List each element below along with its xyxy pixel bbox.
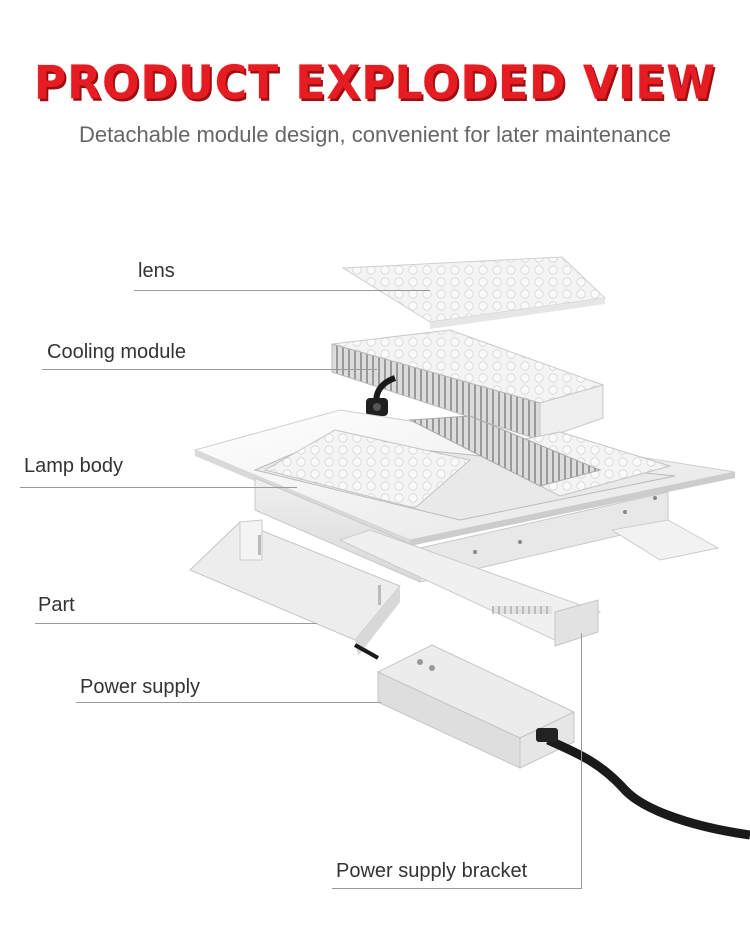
power-supply-component	[353, 643, 750, 840]
leader-line-cooling-module	[42, 369, 377, 370]
lens-component	[341, 256, 607, 329]
page-subtitle: Detachable module design, convenient for…	[79, 122, 671, 147]
cooling-module-component	[331, 329, 605, 441]
lamp-body-component	[193, 409, 736, 583]
label-cooling-module: Cooling module	[47, 341, 186, 363]
leader-line-lens	[134, 290, 430, 291]
leader-line-power-supply-bracket-vertical	[581, 633, 582, 888]
label-power-supply: Power supply	[80, 676, 201, 698]
leader-line-part	[35, 623, 317, 624]
leader-line-lamp-body	[20, 487, 297, 488]
label-lamp-body: Lamp body	[24, 455, 123, 477]
label-power-supply-bracket: Power supply bracket	[336, 860, 528, 882]
label-lens: lens	[138, 260, 175, 282]
leader-line-power-supply-bracket	[332, 888, 582, 889]
page-title: PRODUCT EXPLODED VIEW	[34, 56, 716, 111]
part-component	[189, 519, 401, 656]
rear-bracket-component	[338, 519, 720, 647]
leader-line-power-supply	[76, 702, 381, 703]
label-part: Part	[38, 594, 75, 616]
